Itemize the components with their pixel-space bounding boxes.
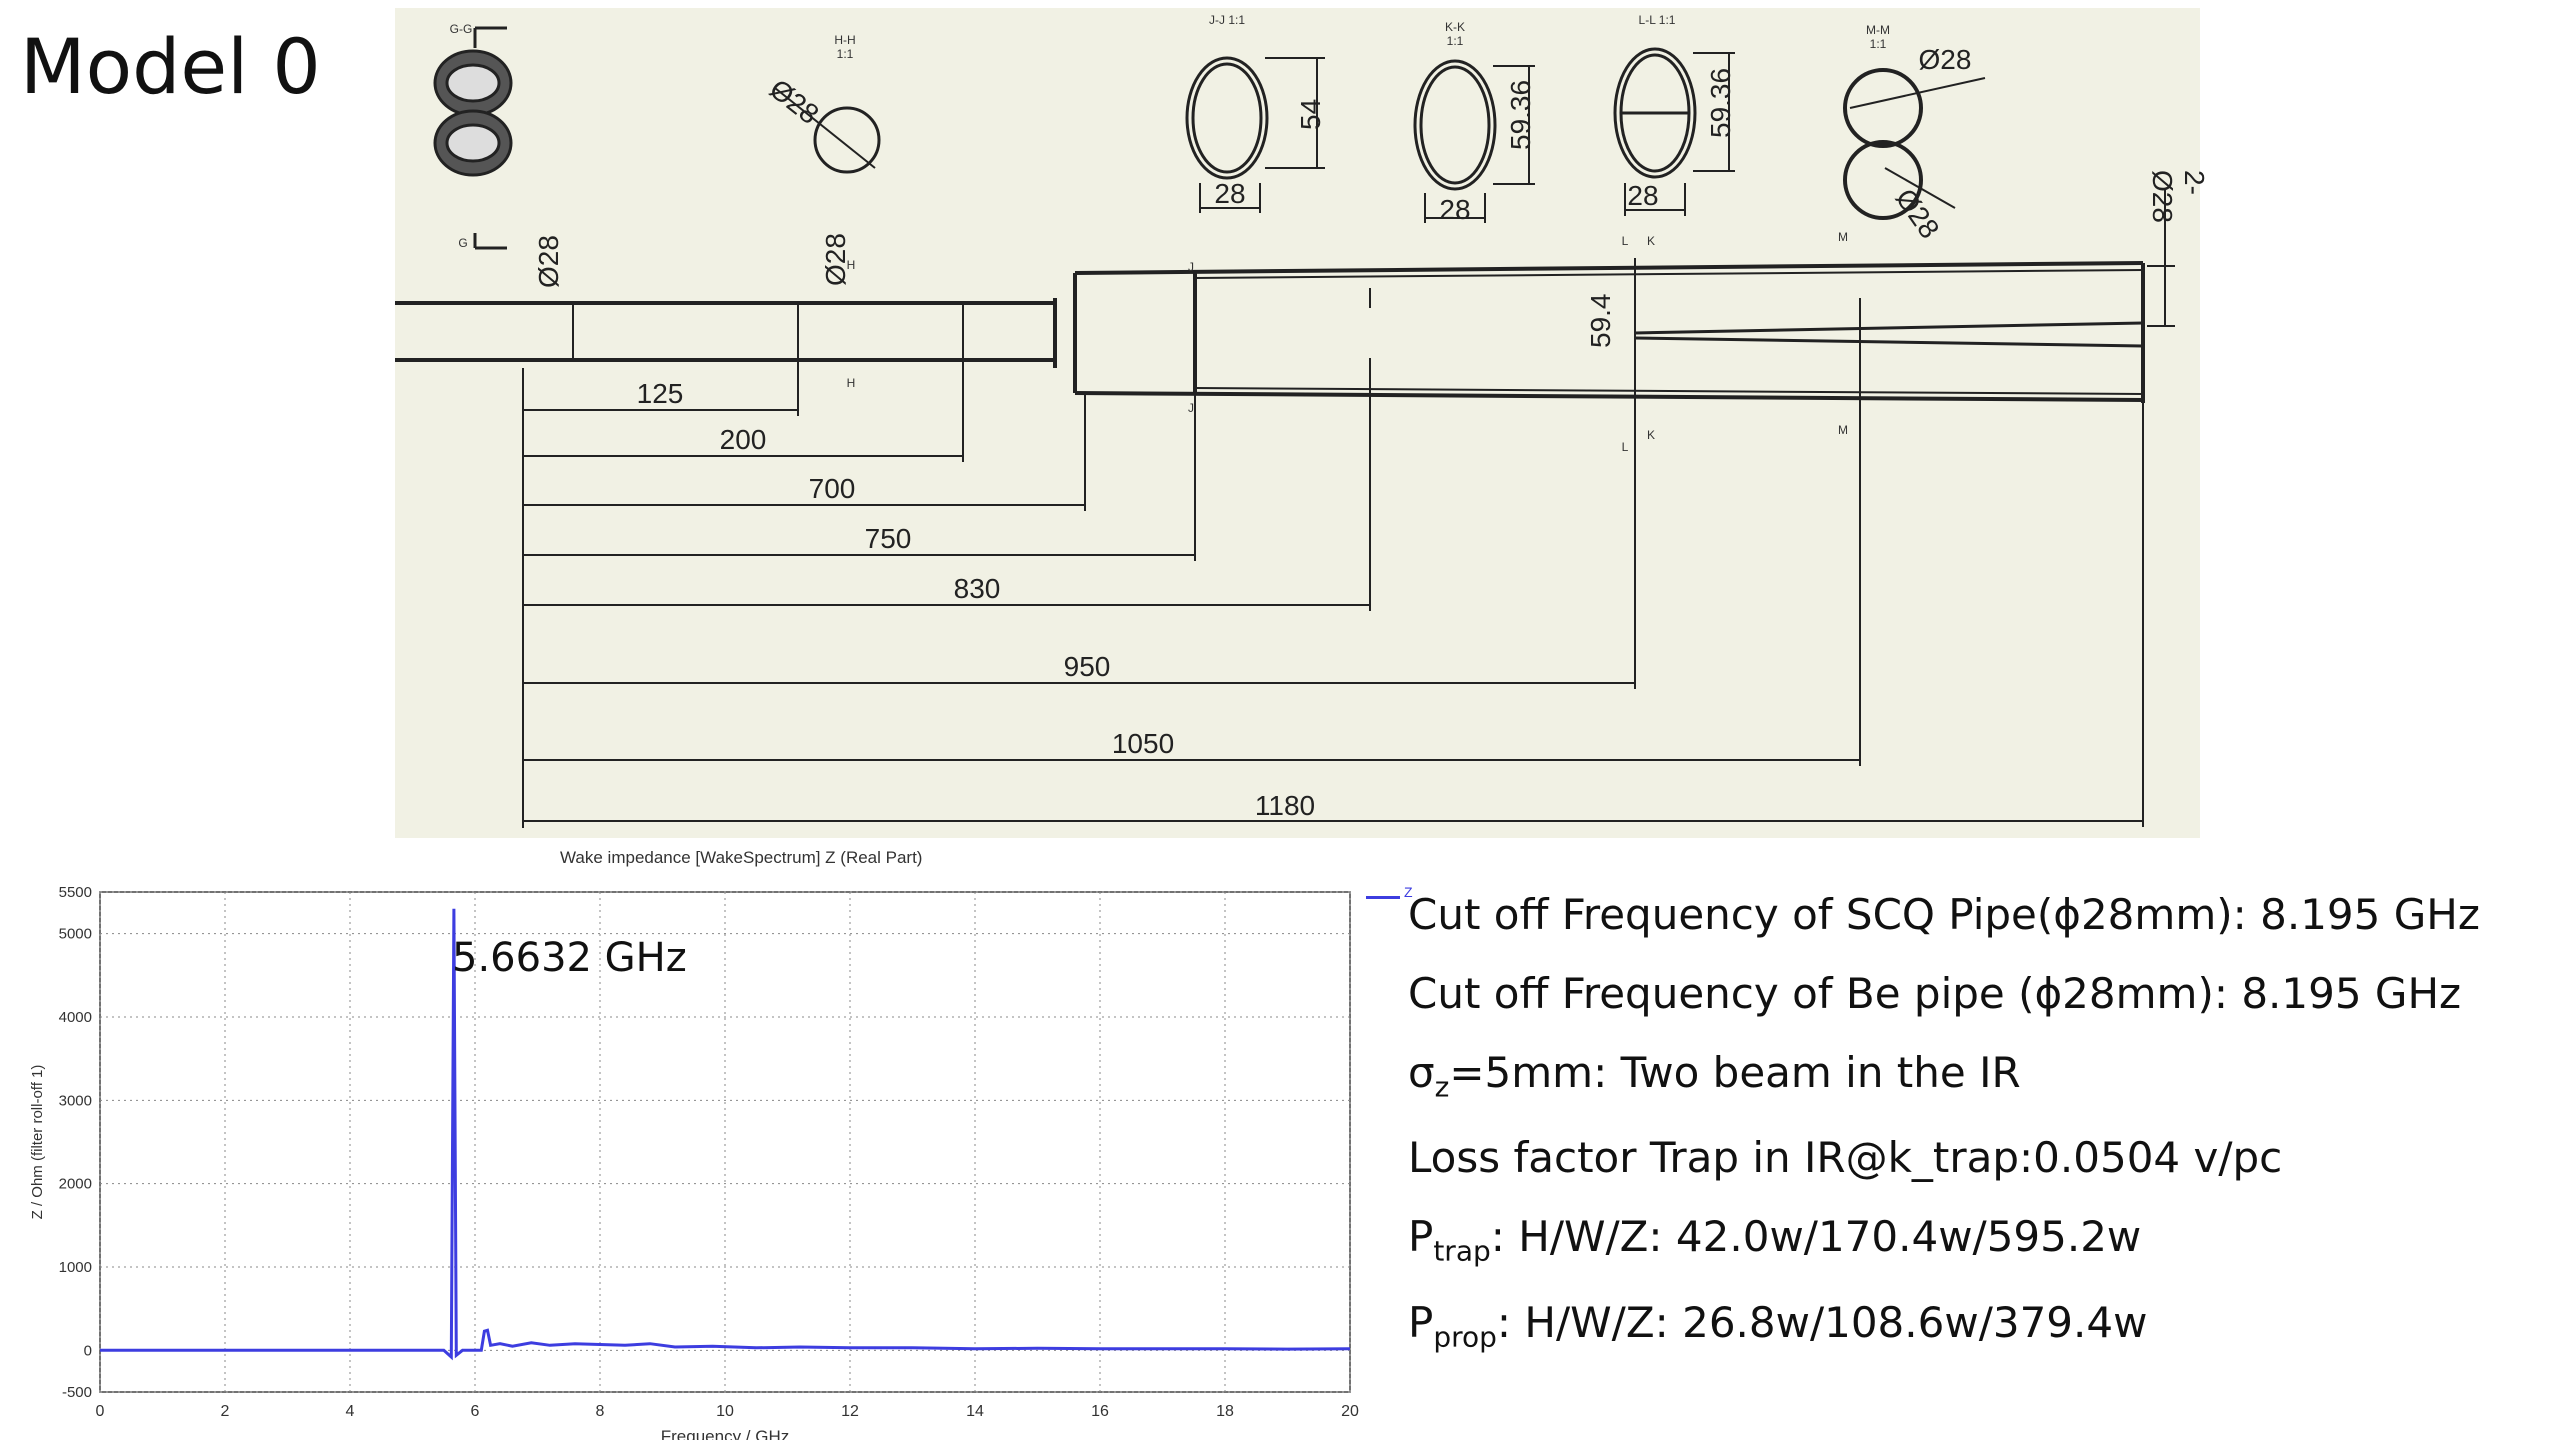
x-tick-label: 14 — [966, 1403, 984, 1420]
y-tick-label: -500 — [62, 1384, 92, 1401]
dim-950: 950 — [1063, 651, 1111, 682]
dim-ll-28: 28 — [1627, 180, 1659, 211]
page-title: Model 0 — [20, 22, 321, 111]
section-marker-l-top: L — [1621, 234, 1629, 248]
legend-label-z: Z — [1404, 884, 1413, 900]
pipe-assembly — [395, 258, 2145, 428]
x-tick-label: 8 — [596, 1403, 605, 1420]
info-cutoff-scq: Cut off Frequency of SCQ Pipe(ϕ28mm): 8.… — [1408, 890, 2480, 939]
dim-kk-59-36: 59.36 — [1505, 79, 1536, 150]
info-sigma: σz=5mm: Two beam in the IR — [1408, 1048, 2021, 1104]
x-axis-label: Frequency / GHz — [661, 1427, 790, 1440]
section-marker-m-bottom: M — [1838, 423, 1848, 437]
section-marker-j-top: J — [1188, 260, 1194, 274]
plot-area — [99, 891, 1351, 1393]
x-tick-label: 16 — [1091, 1403, 1109, 1420]
x-tick-label: 20 — [1341, 1403, 1359, 1420]
section-marker-k-top: K — [1646, 234, 1655, 248]
info-panel: Cut off Frequency of SCQ Pipe(ϕ28mm): 8.… — [1408, 890, 2548, 1383]
section-label-m-m: M-M 1:1 — [1866, 23, 1890, 51]
section-label-l-l: L-L 1:1 — [1638, 13, 1676, 27]
y-tick-label: 0 — [84, 1342, 92, 1359]
dim-ll-59-36: 59.36 — [1705, 67, 1736, 138]
x-tick-label: 2 — [221, 1403, 230, 1420]
x-tick-label: 4 — [346, 1403, 355, 1420]
pipe-right-diameter: 2-Ø28 — [2147, 170, 2210, 223]
info-p-trap: Ptrap: H/W/Z: 42.0w/170.4w/595.2w — [1408, 1212, 2142, 1268]
wake-impedance-chart: Wake impedance [WakeSpectrum] Z (Real Pa… — [20, 840, 1360, 1445]
pipe-left-diameter: Ø28 — [533, 235, 564, 288]
dim-kk-28: 28 — [1439, 194, 1471, 225]
y-tick-label: 1000 — [59, 1259, 92, 1276]
x-tick-label: 10 — [716, 1403, 734, 1420]
section-marker-m-top: M — [1838, 230, 1848, 244]
info-cutoff-be: Cut off Frequency of Be pipe (ϕ28mm): 8.… — [1408, 969, 2462, 1018]
dim-125: 125 — [636, 378, 684, 409]
section-k-k-view — [1413, 59, 1535, 223]
section-marker-h-top: H — [846, 258, 856, 272]
section-g-g-view — [433, 26, 513, 250]
dim-mm-diameter-top: Ø28 — [1918, 44, 1972, 75]
x-tick-label: 6 — [471, 1403, 480, 1420]
info-loss-factor: Loss factor Trap in IR@k_trap:0.0504 v/p… — [1408, 1133, 2283, 1183]
pipe-mid-diameter: Ø28 — [820, 233, 851, 286]
dim-jj-28: 28 — [1214, 178, 1246, 209]
section-marker-j-bottom: J — [1188, 401, 1194, 415]
x-tick-label: 12 — [841, 1403, 859, 1420]
dim-750: 750 — [864, 523, 912, 554]
y-tick-label: 5000 — [59, 926, 92, 943]
section-label-h-h: H-H 1:1 — [834, 33, 856, 61]
section-marker-h-bottom: H — [846, 376, 856, 390]
section-h-h-view — [774, 87, 881, 174]
pipe-height: 59.4 — [1585, 293, 1616, 349]
section-marker-l-bottom: L — [1621, 440, 1629, 454]
section-marker-k-bottom: K — [1646, 428, 1655, 442]
dim-200: 200 — [719, 424, 767, 455]
section-m-m-view — [1843, 68, 1986, 220]
info-p-prop: Pprop: H/W/Z: 26.8w/108.6w/379.4w — [1408, 1297, 2148, 1354]
series-line-z — [100, 908, 1351, 1361]
y-tick-label: 3000 — [59, 1092, 92, 1109]
section-l-l-view — [1613, 47, 1735, 216]
dimension-lines — [522, 188, 2175, 828]
section-marker-g-bottom: G — [458, 236, 468, 250]
chart-svg: 0 2 4 6 8 10 12 14 16 18 20 5500 5000 4000 3000 2000 100… — [29, 884, 1359, 1445]
section-j-j-view — [1185, 56, 1325, 213]
section-label-k-k: K-K 1:1 — [1444, 20, 1465, 48]
y-tick-label: 5500 — [59, 884, 92, 901]
dim-1050: 1050 — [1111, 728, 1175, 759]
legend-swatch-z — [1366, 896, 1400, 899]
y-tick-label: 4000 — [59, 1009, 92, 1026]
y-tick-label: 2000 — [59, 1176, 92, 1193]
x-tick-label: 0 — [96, 1403, 105, 1420]
y-axis-label: Z / Ohm (filter roll-off 1) — [29, 1065, 46, 1220]
x-tick-label: 18 — [1216, 1403, 1234, 1420]
engineering-drawing: H-H 1:1 J-J 1:1 K-K 1:1 L-L 1:1 M-M 1:1 … — [395, 8, 2210, 838]
dim-1180: 1180 — [1254, 790, 1316, 821]
chart-title: Wake impedance [WakeSpectrum] Z (Real Pa… — [560, 848, 923, 867]
chart-annotation-peak: 5.6632 GHz — [452, 935, 687, 981]
section-label-g-g: G-G — [449, 22, 473, 36]
dim-jj-54: 54 — [1295, 98, 1326, 130]
section-label-j-j: J-J 1:1 — [1208, 13, 1245, 27]
dim-700: 700 — [808, 473, 856, 504]
drawing-svg — [395, 26, 2175, 828]
dim-830: 830 — [953, 573, 1001, 604]
